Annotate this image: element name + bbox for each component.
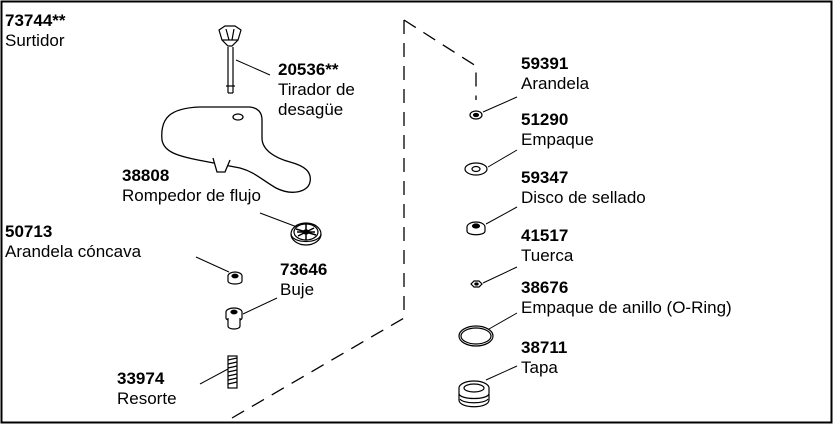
part-name: Tuerca (521, 246, 574, 266)
part-name: Resorte (117, 389, 177, 409)
label-cap: 38711 Tapa (521, 338, 567, 378)
label-seal-disc: 59347 Disco de sellado (521, 168, 646, 208)
part-name: Empaque (521, 130, 594, 150)
part-number: 73646 (280, 260, 328, 279)
washer-drawing (469, 110, 483, 120)
o-ring-drawing (458, 325, 494, 347)
part-name: Rompedor de flujo (122, 186, 261, 206)
part-number: 38808 (122, 166, 170, 185)
part-name: Tirador de (278, 80, 355, 100)
label-nut: 41517 Tuerca (521, 226, 573, 266)
label-washer: 59391 Arandela (521, 54, 589, 94)
label-spring: 33974 Resorte (117, 369, 177, 409)
part-number: 33974 (117, 369, 165, 388)
label-cup-washer: 50713 Arandela cóncava (5, 222, 141, 262)
drain-pull-drawing (218, 25, 242, 94)
cap-drawing (458, 380, 490, 408)
part-name: Buje (280, 280, 315, 300)
part-number: 38711 (521, 338, 568, 357)
leader-nut (482, 266, 518, 284)
label-spout: 73744** Surtidor (5, 11, 66, 51)
part-name: Disco de sellado (521, 188, 646, 208)
part-number: 20536** (278, 60, 339, 79)
part-number: 50713 (5, 222, 53, 241)
label-drain-pull: 20536** Tirador de desagüe (278, 60, 355, 120)
leader-flow-breaker (259, 212, 298, 228)
spout-drawing (161, 106, 311, 193)
part-name: Arandela cóncava (5, 242, 142, 262)
part-name: Surtidor (5, 31, 65, 51)
spring-drawing (227, 355, 238, 389)
label-gasket: 51290 Empaque (521, 110, 594, 150)
nut-drawing (470, 280, 483, 288)
leader-cap (485, 365, 518, 381)
dashed-divider-path (231, 19, 477, 419)
part-number: 59347 (521, 168, 569, 187)
label-o-ring: 38676 Empaque de anillo (O-Ring) (521, 278, 732, 318)
cup-washer-drawing (227, 271, 243, 285)
gasket-drawing (464, 162, 488, 176)
leader-drain-pull (235, 59, 271, 76)
part-number: 38676 (521, 278, 569, 297)
leader-washer (482, 96, 518, 113)
part-name: Tapa (521, 358, 558, 378)
leader-spring (199, 368, 229, 385)
seal-disc-drawing (466, 221, 486, 236)
label-bushing: 73646 Buje (280, 260, 327, 300)
part-name: desagüe (278, 100, 344, 120)
leader-cup-washer (195, 256, 230, 273)
bushing-drawing (225, 307, 243, 330)
part-number: 59391 (521, 54, 569, 73)
leader-seal-disc (485, 206, 518, 225)
part-number: 41517 (521, 226, 569, 245)
leader-bushing (242, 297, 278, 315)
flow-breaker-drawing (290, 222, 322, 246)
part-number: 73744** (5, 11, 66, 30)
part-name: Arandela (521, 74, 590, 94)
leader-lines (195, 59, 518, 385)
leader-o-ring (488, 312, 518, 330)
leader-gasket (487, 149, 518, 168)
label-flow-breaker: 38808 Rompedor de flujo (122, 166, 261, 206)
part-number: 51290 (521, 110, 569, 129)
part-name: Empaque de anillo (O-Ring) (521, 298, 732, 318)
